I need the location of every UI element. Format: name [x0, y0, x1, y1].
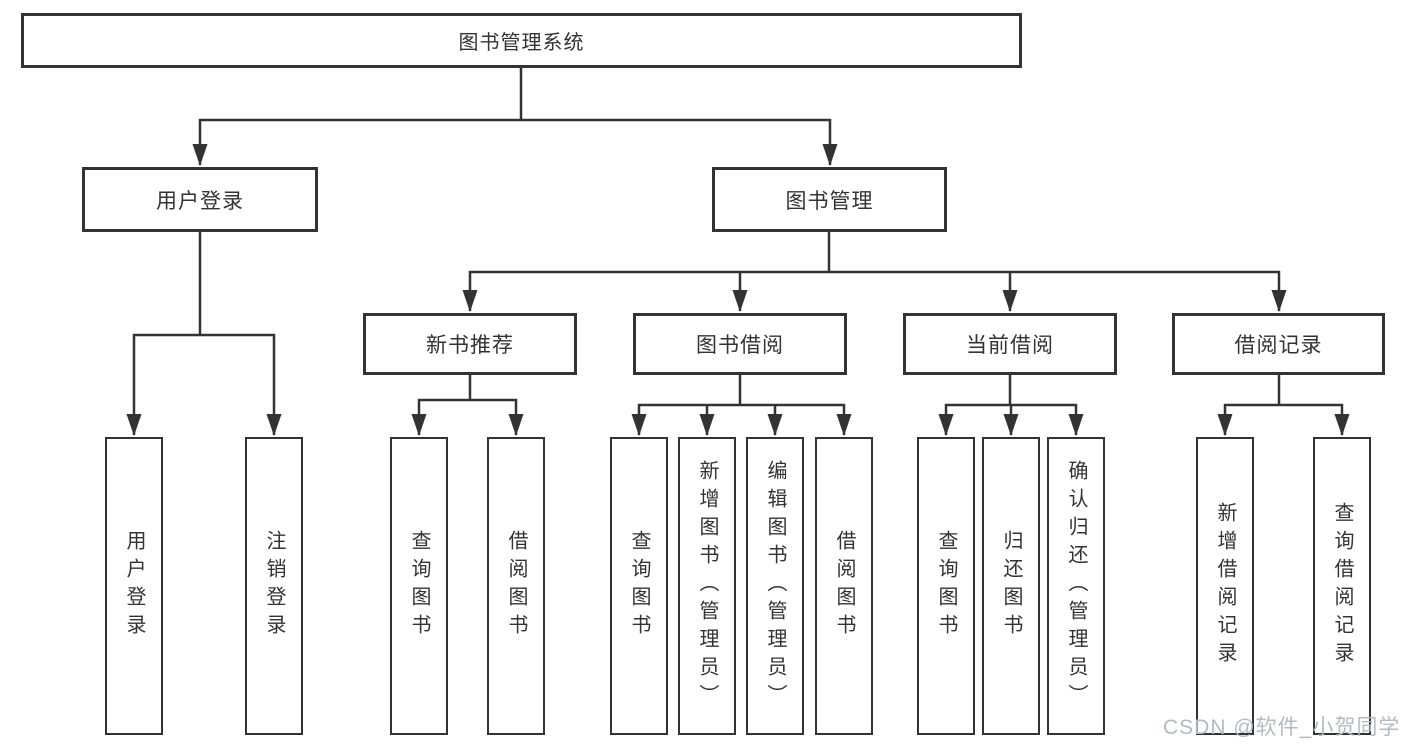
node-root-library-system: 图书管理系统	[21, 13, 1022, 68]
leaf-add-borrow-record: 新增借阅记录	[1196, 437, 1254, 735]
leaf-confirm-return-admin: 确认归还（管理员）	[1047, 437, 1105, 735]
leaf-add-books-admin: 新增图书（管理员）	[678, 437, 736, 735]
node-label: 查询图书	[935, 530, 957, 642]
leaf-edit-books-admin: 编辑图书（管理员）	[746, 437, 804, 735]
node-borrowing-records: 借阅记录	[1172, 313, 1385, 375]
node-label: 查询图书	[628, 530, 650, 642]
leaf-query-books-1: 查询图书	[390, 437, 448, 735]
node-user-login: 用户登录	[82, 167, 318, 232]
leaf-query-books-3: 查询图书	[917, 437, 975, 735]
node-label: 新增借阅记录	[1214, 502, 1236, 670]
node-label: 当前借阅	[966, 334, 1054, 357]
node-label: 图书管理系统	[458, 32, 585, 54]
node-label: 新增图书（管理员）	[696, 460, 718, 712]
node-label: 借阅图书	[505, 530, 527, 642]
node-label: 查询借阅记录	[1331, 502, 1353, 670]
leaf-logout: 注销登录	[245, 437, 303, 735]
node-label: 图书借阅	[696, 334, 784, 357]
node-new-book-recommend: 新书推荐	[363, 313, 577, 375]
node-label: 借阅图书	[833, 530, 855, 642]
node-label: 图书管理	[785, 189, 874, 213]
node-current-borrowing: 当前借阅	[903, 313, 1117, 375]
leaf-borrow-books-2: 借阅图书	[815, 437, 873, 735]
node-label: 用户登录	[156, 189, 244, 213]
leaf-user-login: 用户登录	[105, 437, 163, 735]
leaf-query-borrow-record: 查询借阅记录	[1313, 437, 1371, 735]
node-label: 新书推荐	[426, 334, 514, 357]
node-book-borrowing: 图书借阅	[633, 313, 847, 375]
node-label: 借阅记录	[1234, 334, 1323, 357]
csdn-watermark: CSDN @软件_小贺同学	[1163, 716, 1401, 739]
node-label: 归还图书	[1000, 530, 1022, 642]
leaf-query-books-2: 查询图书	[610, 437, 668, 735]
node-label: 确认归还（管理员）	[1065, 460, 1087, 712]
node-book-management: 图书管理	[712, 167, 947, 232]
node-label: 用户登录	[123, 530, 145, 642]
leaf-borrow-books-1: 借阅图书	[487, 437, 545, 735]
node-label: 编辑图书（管理员）	[764, 460, 786, 712]
node-label: 注销登录	[263, 530, 285, 642]
node-label: 查询图书	[408, 530, 430, 642]
leaf-return-books: 归还图书	[982, 437, 1040, 735]
